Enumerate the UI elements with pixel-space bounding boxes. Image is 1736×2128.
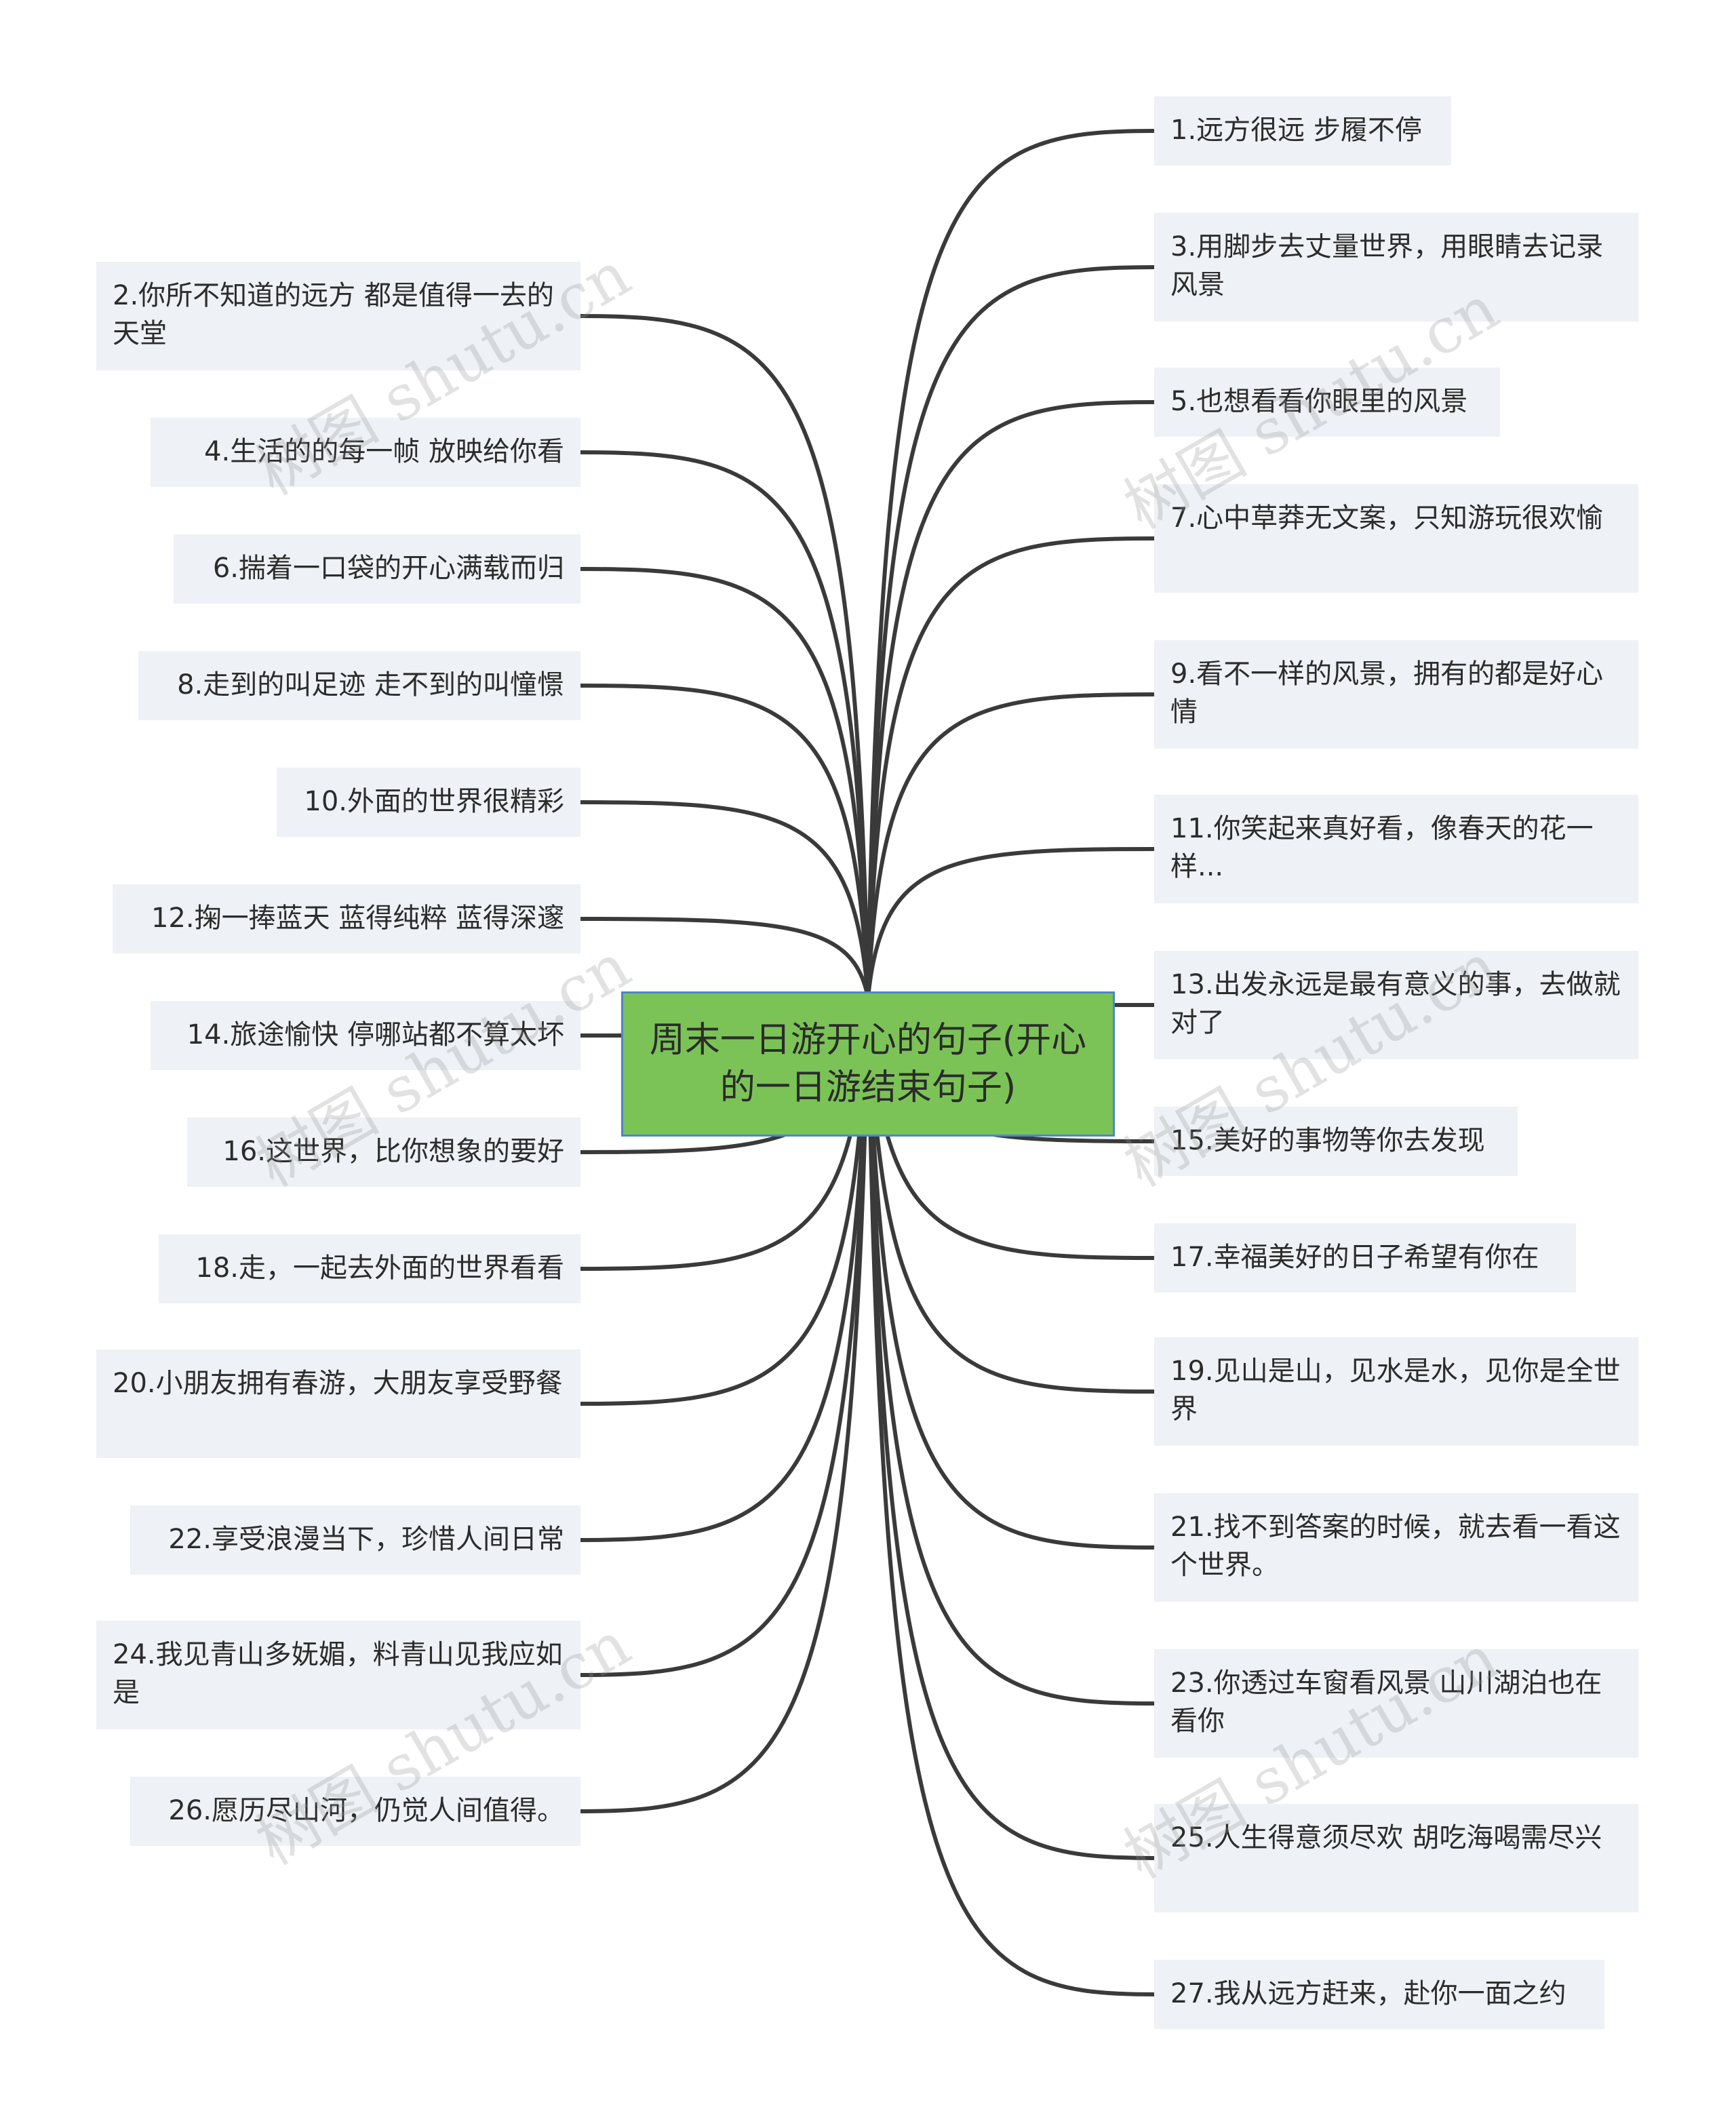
branch-node-label: 23.你透过车窗看风景 山川湖泊也在看你 xyxy=(1170,1668,1602,1737)
connector-left-1 xyxy=(578,450,870,1000)
branch-node-right[interactable]: 19.见山是山，见水是水，见你是全世界 xyxy=(1154,1337,1638,1446)
connector-right-4 xyxy=(866,692,1156,1000)
branch-node-label: 27.我从远方赶来，赴你一面之约 xyxy=(1170,1978,1566,2009)
branch-node-label: 24.我见青山多妩媚，料青山见我应如是 xyxy=(113,1639,563,1708)
branch-node-label: 7.心中草莽无文案，只知游玩很欢愉 xyxy=(1170,503,1604,534)
branch-node-label: 9.看不一样的风景，拥有的都是好心情 xyxy=(1170,658,1604,728)
branch-node-left[interactable]: 20.小朋友拥有春游，大朋友享受野餐 xyxy=(96,1349,580,1458)
connector-right-9 xyxy=(866,996,1156,1394)
connector-left-11 xyxy=(578,996,870,1677)
branch-node-label: 19.见山是山，见水是水，见你是全世界 xyxy=(1170,1356,1621,1425)
branch-node-label: 25.人生得意须尽欢 胡吃海喝需尽兴 xyxy=(1170,1822,1602,1853)
branch-node-right[interactable]: 25.人生得意须尽欢 胡吃海喝需尽兴 xyxy=(1154,1804,1638,1912)
branch-node-label: 6.揣着一口袋的开心满载而归 xyxy=(212,553,564,584)
connector-left-4 xyxy=(578,800,870,1000)
connector-right-12 xyxy=(866,996,1156,1860)
branch-node-label: 5.也想看看你眼里的风景 xyxy=(1170,386,1468,417)
branch-node-label: 13.出发永远是最有意义的事，去做就对了 xyxy=(1170,969,1621,1038)
branch-node-label: 15.美好的事物等你去发现 xyxy=(1170,1125,1485,1156)
branch-node-right[interactable]: 23.你透过车窗看风景 山川湖泊也在看你 xyxy=(1154,1649,1638,1758)
branch-node-right[interactable]: 11.你笑起来真好看，像春天的花一样... xyxy=(1154,795,1638,903)
connector-left-5 xyxy=(578,917,870,1000)
branch-node-label: 2.你所不知道的远方 都是值得一去的天堂 xyxy=(113,280,554,349)
connector-right-10 xyxy=(866,996,1156,1550)
branch-node-left[interactable]: 10.外面的世界很精彩 xyxy=(277,768,580,837)
connector-right-13 xyxy=(866,996,1156,1996)
connector-left-12 xyxy=(578,996,870,1813)
branch-node-right[interactable]: 7.心中草莽无文案，只知游玩很欢愉 xyxy=(1154,484,1638,593)
branch-node-label: 3.用脚步去丈量世界，用眼睛去记录风景 xyxy=(1170,231,1604,300)
branch-node-label: 18.走，一起去外面的世界看看 xyxy=(195,1253,564,1284)
branch-node-left[interactable]: 2.你所不知道的远方 都是值得一去的天堂 xyxy=(96,262,580,370)
branch-node-label: 11.你笑起来真好看，像春天的花一样... xyxy=(1170,813,1594,882)
connector-right-11 xyxy=(866,996,1156,1706)
branch-node-right[interactable]: 9.看不一样的风景，拥有的都是好心情 xyxy=(1154,640,1638,749)
connector-left-9 xyxy=(578,996,870,1406)
branch-node-right[interactable]: 3.用脚步去丈量世界，用眼睛去记录风景 xyxy=(1154,213,1638,321)
branch-node-left[interactable]: 8.走到的叫足迹 走不到的叫憧憬 xyxy=(138,651,580,720)
branch-node-label: 22.享受浪漫当下，珍惜人间日常 xyxy=(168,1524,564,1555)
branch-node-label: 16.这世界，比你想象的要好 xyxy=(222,1136,564,1167)
connector-right-2 xyxy=(866,400,1156,1000)
branch-node-left[interactable]: 4.生活的的每一帧 放映给你看 xyxy=(151,418,580,487)
branch-node-label: 8.走到的叫足迹 走不到的叫憧憬 xyxy=(177,669,564,701)
branch-node-label: 1.远方很远 步履不停 xyxy=(1170,115,1422,146)
branch-node-label: 12.掬一捧蓝天 蓝得纯粹 蓝得深邃 xyxy=(151,903,564,934)
branch-node-right[interactable]: 21.找不到答案的时候，就去看一看这个世界。 xyxy=(1154,1493,1638,1602)
branch-node-left[interactable]: 24.我见青山多妩媚，料青山见我应如是 xyxy=(96,1621,580,1729)
connector-right-1 xyxy=(866,265,1156,1000)
connector-right-0 xyxy=(866,129,1156,1000)
branch-node-left[interactable]: 18.走，一起去外面的世界看看 xyxy=(159,1234,580,1303)
branch-node-label: 20.小朋友拥有春游，大朋友享受野餐 xyxy=(113,1368,563,1399)
branch-node-label: 26.愿历尽山河，仍觉人间值得。 xyxy=(168,1795,564,1826)
branch-node-right[interactable]: 1.远方很远 步履不停 xyxy=(1154,96,1451,165)
central-topic-label: 周末一日游开心的句子(开心的一日游结束句子) xyxy=(649,1020,1087,1108)
central-topic[interactable]: 周末一日游开心的句子(开心的一日游结束句子) xyxy=(621,991,1115,1137)
branch-node-label: 4.生活的的每一帧 放映给你看 xyxy=(204,436,564,467)
branch-node-left[interactable]: 14.旅途愉快 停哪站都不算太坏 xyxy=(151,1001,580,1070)
connector-left-0 xyxy=(578,314,870,1000)
branch-node-label: 14.旅途愉快 停哪站都不算太坏 xyxy=(186,1019,564,1050)
branch-node-right[interactable]: 13.出发永远是最有意义的事，去做就对了 xyxy=(1154,951,1638,1059)
branch-node-left[interactable]: 22.享受浪漫当下，珍惜人间日常 xyxy=(130,1505,580,1575)
connector-left-3 xyxy=(578,684,870,1000)
branch-node-label: 21.找不到答案的时候，就去看一看这个世界。 xyxy=(1170,1512,1621,1581)
branch-node-right[interactable]: 15.美好的事物等你去发现 xyxy=(1154,1107,1518,1176)
branch-node-label: 10.外面的世界很精彩 xyxy=(304,786,564,817)
branch-node-left[interactable]: 6.揣着一口袋的开心满载而归 xyxy=(174,534,580,604)
branch-node-label: 17.幸福美好的日子希望有你在 xyxy=(1170,1242,1539,1273)
connector-right-5 xyxy=(866,847,1156,1000)
connector-left-2 xyxy=(578,567,870,1000)
branch-node-left[interactable]: 12.掬一捧蓝天 蓝得纯粹 蓝得深邃 xyxy=(113,884,580,953)
branch-node-right[interactable]: 17.幸福美好的日子希望有你在 xyxy=(1154,1223,1576,1293)
connector-right-3 xyxy=(866,536,1156,1000)
branch-node-right[interactable]: 27.我从远方赶来，赴你一面之约 xyxy=(1154,1960,1604,2029)
branch-node-left[interactable]: 16.这世界，比你想象的要好 xyxy=(187,1118,580,1187)
branch-node-right[interactable]: 5.也想看看你眼里的风景 xyxy=(1154,368,1500,437)
connector-left-10 xyxy=(578,996,870,1542)
branch-node-left[interactable]: 26.愿历尽山河，仍觉人间值得。 xyxy=(130,1777,580,1846)
